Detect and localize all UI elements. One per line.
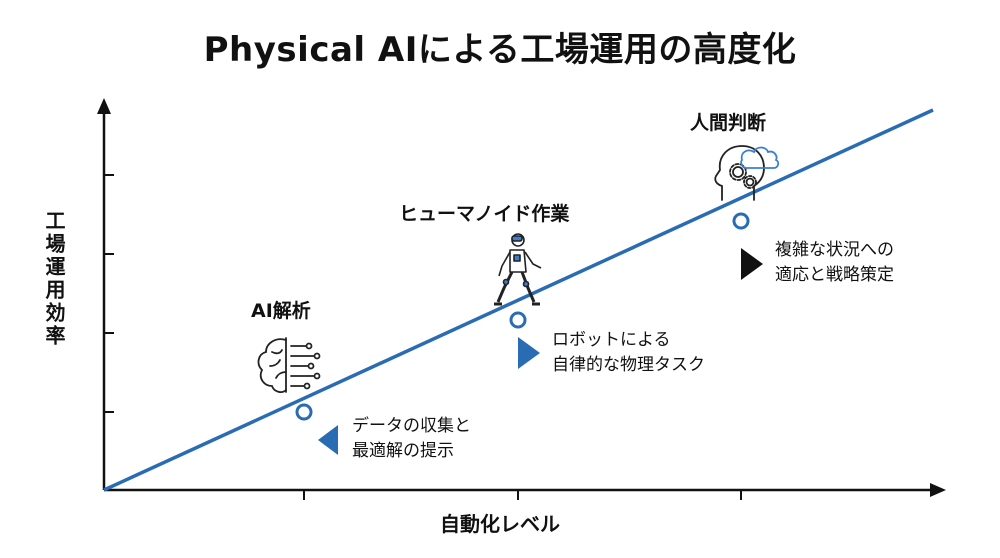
stage-label-human-judgment: 人間判断	[690, 112, 767, 134]
stage-desc-human-judgment: 複雑な状況への 適応と戦略策定	[775, 238, 894, 288]
stage-label-ai-analysis: AI解析	[251, 300, 311, 322]
stage-desc-humanoid: ロボットによる 自律的な物理タスク	[552, 328, 705, 378]
left-triangle-blue-icon	[318, 425, 338, 455]
desc-line: 最適解の提示	[352, 441, 454, 461]
humanoid-robot-icon	[494, 233, 542, 306]
y-axis-arrow	[97, 98, 111, 114]
stage-marker-humanoid	[509, 311, 527, 329]
desc-line: 適応と戦略策定	[775, 265, 894, 285]
diagram-title: Physical AIによる工場運用の高度化	[203, 30, 797, 70]
y-axis-label: 工場運用効率	[42, 210, 66, 348]
x-axis-ticks	[303, 490, 742, 500]
stage-desc-ai-analysis: データの収集と 最適解の提示	[352, 414, 471, 464]
desc-line: ロボットによる	[552, 330, 671, 350]
ai-brain-icon	[257, 337, 321, 393]
stage-label-humanoid: ヒューマノイド作業	[399, 203, 570, 225]
x-axis-label: 自動化レベル	[440, 512, 560, 536]
stage-marker-human-judgment	[732, 212, 750, 230]
desc-line: 自律的な物理タスク	[552, 355, 705, 375]
human-head-gears-icon	[714, 145, 780, 201]
trend-line	[103, 108, 934, 492]
desc-line: データの収集と	[352, 416, 471, 436]
right-triangle-blue-icon	[518, 337, 540, 369]
y-axis-ticks	[104, 174, 114, 413]
desc-line: 複雑な状況への	[775, 240, 894, 260]
x-axis-arrow	[930, 483, 946, 497]
stage-marker-ai-analysis	[295, 403, 313, 421]
right-triangle-black-icon	[741, 248, 763, 280]
